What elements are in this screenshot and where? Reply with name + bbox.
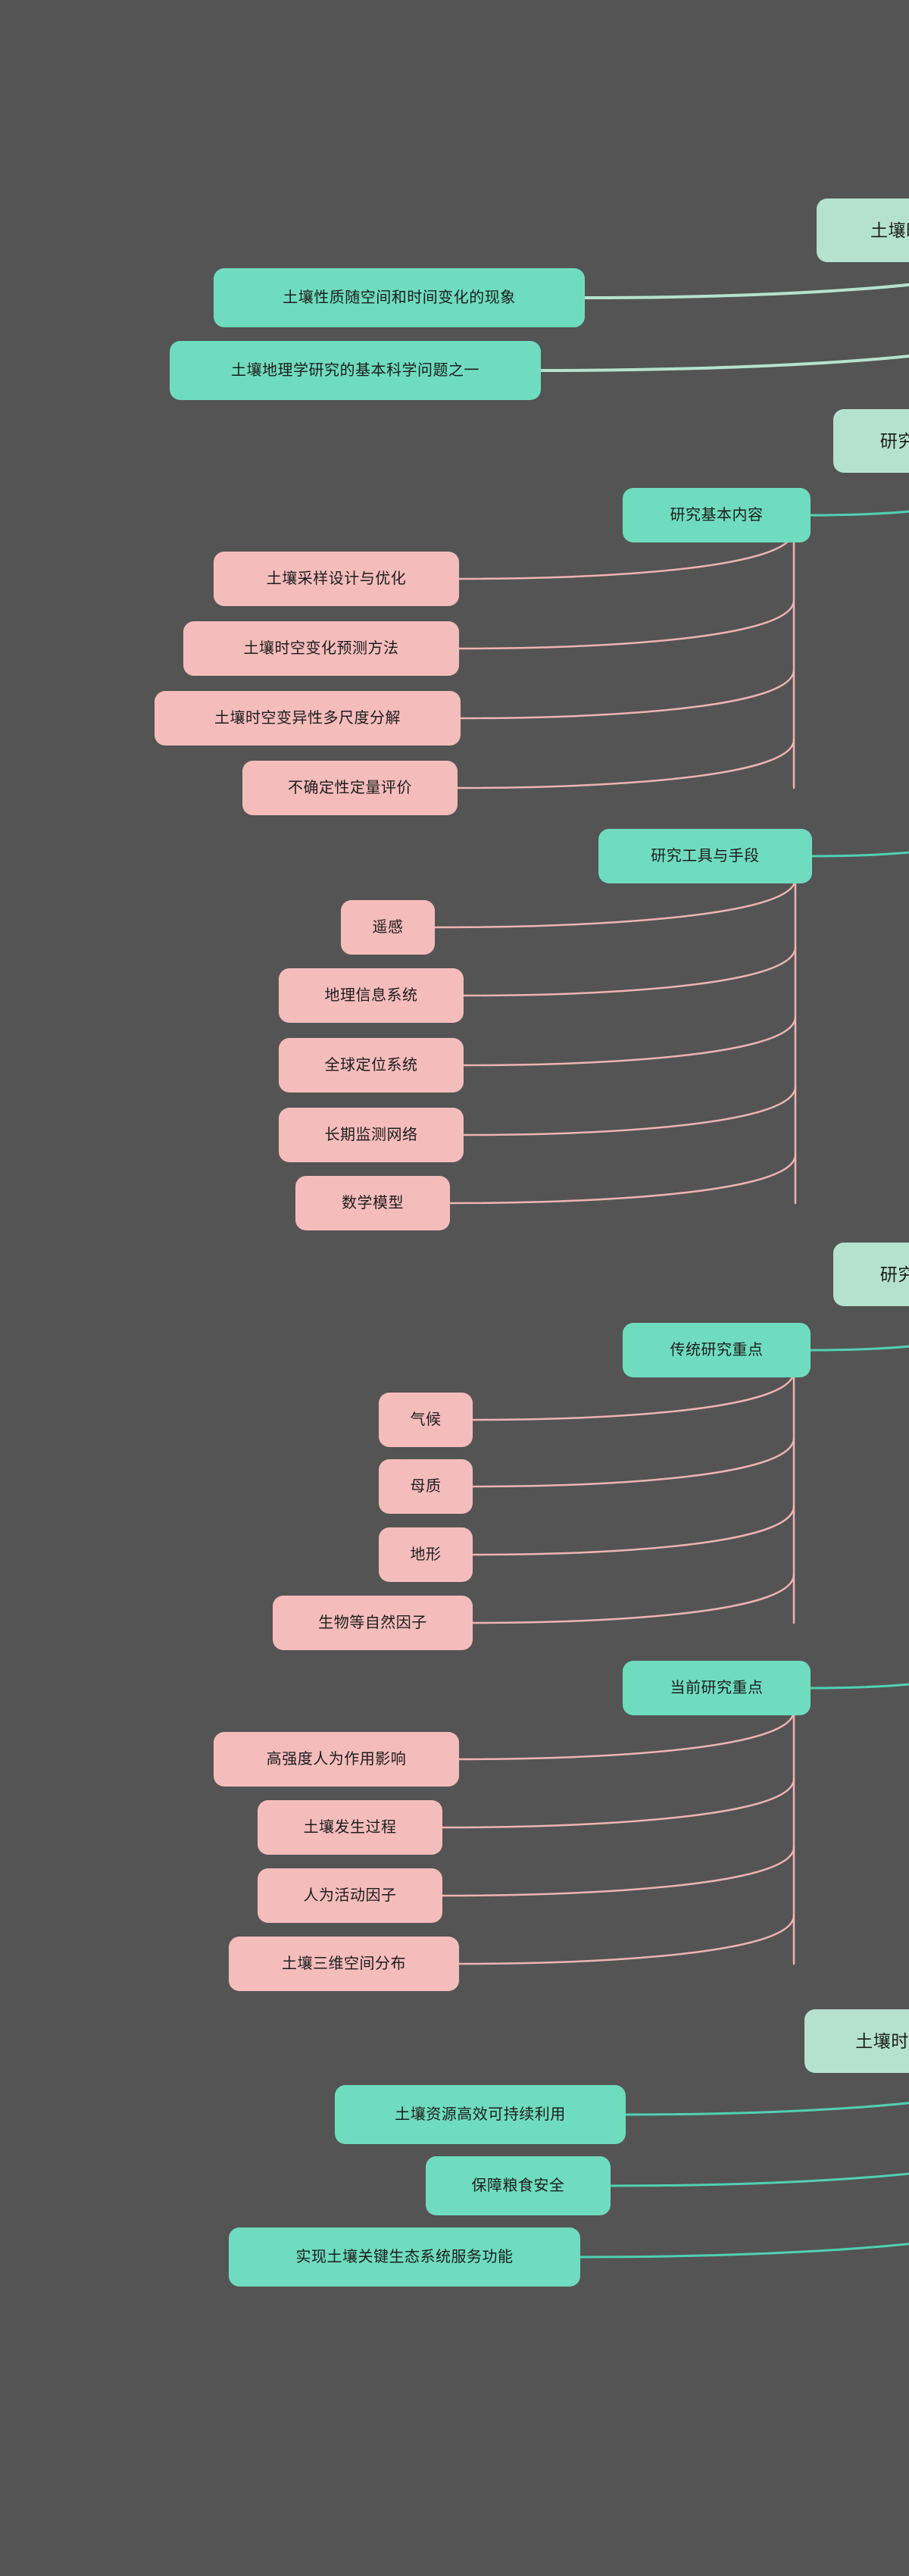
leaf-node[interactable]: 土壤三维空间分布 xyxy=(229,1937,459,1991)
branch-node[interactable]: 研究内容与方法 xyxy=(833,409,909,473)
leaf-node[interactable]: 母质 xyxy=(379,1459,473,1514)
leaf-node[interactable]: 土壤时空变异性多尺度分解 xyxy=(155,691,461,746)
leaf-node[interactable]: 地形 xyxy=(379,1527,473,1582)
branch-node[interactable]: 研究趋势与重点 xyxy=(833,1243,909,1306)
sub-branch-node[interactable]: 土壤性质随空间和时间变化的现象 xyxy=(214,268,585,327)
connector-line xyxy=(458,1709,795,1761)
leaf-node[interactable]: 高强度人为作用影响 xyxy=(214,1732,459,1787)
leaf-node[interactable]: 全球定位系统 xyxy=(279,1038,464,1093)
connector-line xyxy=(609,2172,909,2187)
leaf-node[interactable]: 不确定性定量评价 xyxy=(242,761,458,815)
connector-line xyxy=(809,1683,909,1690)
connector-line xyxy=(471,1436,795,1488)
leaf-node[interactable]: 人为活动因子 xyxy=(258,1868,442,1923)
branch-node[interactable]: 土壤时空演变定义 xyxy=(817,199,909,262)
sub-branch-node[interactable]: 研究基本内容 xyxy=(623,488,811,542)
connector-line xyxy=(579,2243,909,2259)
sub-branch-node[interactable]: 当前研究重点 xyxy=(623,1661,811,1715)
leaf-node[interactable]: 长期监测网络 xyxy=(279,1108,464,1162)
connector-line xyxy=(539,354,909,372)
leaf-node[interactable]: 生物等自然因子 xyxy=(273,1596,473,1650)
sub-branch-node[interactable]: 研究工具与手段 xyxy=(598,829,812,883)
connector-line xyxy=(433,877,797,929)
connector-line xyxy=(471,1370,795,1421)
connector-line xyxy=(462,946,797,997)
leaf-node[interactable]: 气候 xyxy=(379,1393,473,1447)
connector-line xyxy=(456,738,795,789)
branch-node[interactable]: 土壤时空演变的意义 xyxy=(804,2009,909,2073)
connector-line xyxy=(458,599,795,650)
leaf-node[interactable]: 数学模型 xyxy=(295,1176,450,1230)
leaf-node[interactable]: 遥感 xyxy=(341,900,435,955)
sub-branch-node[interactable]: 实现土壤关键生态系统服务功能 xyxy=(229,2227,580,2287)
connector-line xyxy=(462,1015,797,1067)
leaf-node[interactable]: 土壤时空变化预测方法 xyxy=(183,621,459,676)
connector-line xyxy=(441,1777,795,1829)
connector-line xyxy=(462,1085,797,1136)
connector-line xyxy=(458,1914,795,1965)
connector-line xyxy=(811,851,909,858)
sub-branch-node[interactable]: 传统研究重点 xyxy=(623,1323,811,1377)
sub-branch-node[interactable]: 土壤资源高效可持续利用 xyxy=(335,2085,626,2144)
connector-line xyxy=(471,1573,795,1624)
connector-line xyxy=(471,1505,795,1556)
leaf-node[interactable]: 土壤发生过程 xyxy=(258,1800,442,1855)
leaf-node[interactable]: 地理信息系统 xyxy=(279,968,464,1023)
sub-branch-node[interactable]: 保障粮食安全 xyxy=(426,2156,611,2215)
connector-line xyxy=(441,1846,795,1897)
leaf-node[interactable]: 土壤采样设计与优化 xyxy=(214,552,459,606)
connector-line xyxy=(459,668,795,720)
connector-line xyxy=(448,1153,797,1205)
sub-branch-node[interactable]: 土壤地理学研究的基本科学问题之一 xyxy=(170,341,541,400)
